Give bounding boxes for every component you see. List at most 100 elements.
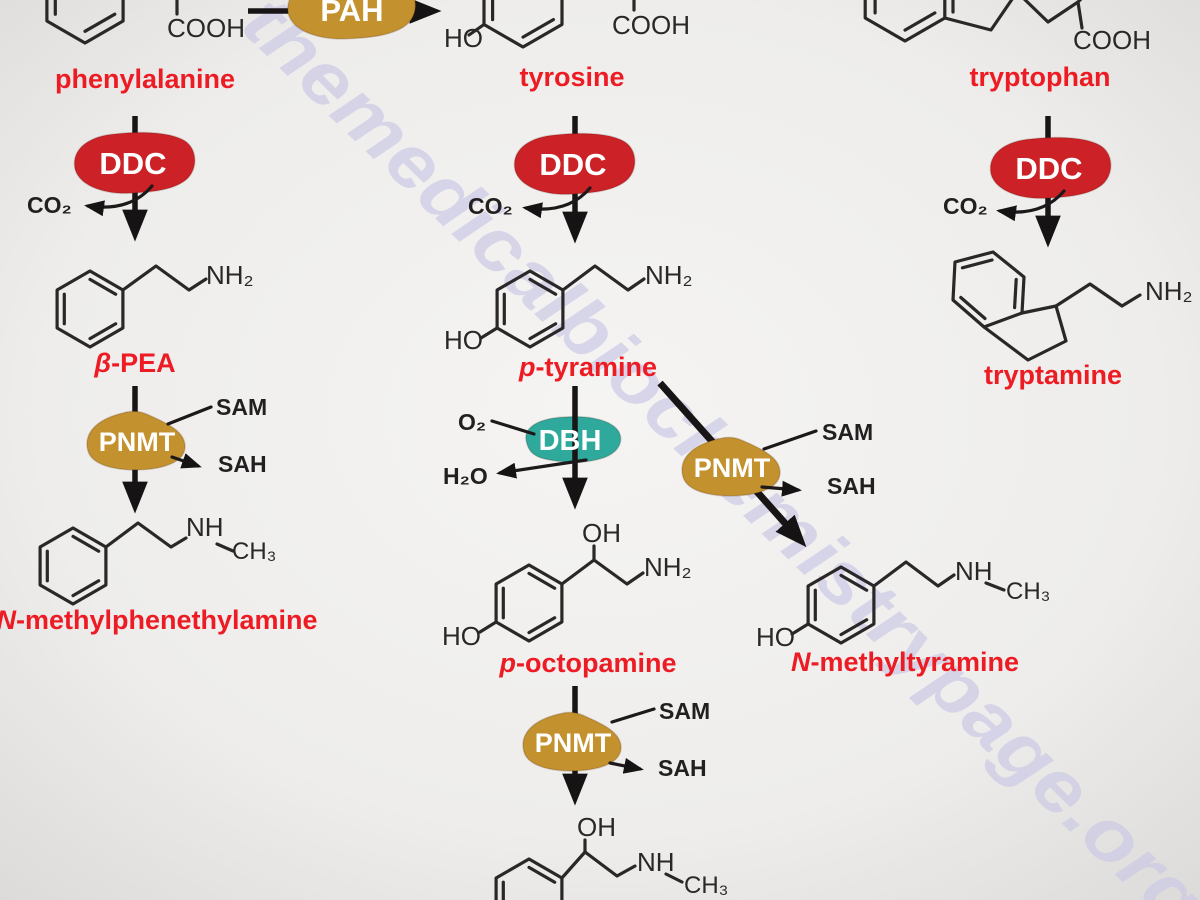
enzyme-pnmt-right: PNMT SAM SAH	[681, 419, 876, 499]
structure-phenylalanine: COOH	[45, 0, 245, 45]
structure-p-octopamine: OH HO NH₂	[442, 518, 692, 651]
nh2-group: NH₂	[645, 260, 693, 290]
ho-group: HO	[444, 325, 483, 355]
side-chain	[1022, 0, 1084, 30]
pah-label: PAH	[320, 0, 383, 28]
structure-tyrosine: HO COOH	[444, 0, 690, 53]
enzyme-pnmt-bottom: PNMT SAM SAH	[522, 698, 710, 781]
ddc-label: DDC	[1015, 151, 1082, 186]
label-p-tyramine: p-tyramine	[518, 352, 657, 382]
sam-label: SAM	[216, 394, 267, 420]
side-chain	[790, 560, 1006, 636]
sah-label: SAH	[218, 451, 267, 477]
label-tryptamine: tryptamine	[984, 360, 1122, 390]
co2-release-arrow	[996, 189, 1066, 222]
nh-group: NH	[637, 847, 675, 877]
ch3-group: CH₃	[1006, 578, 1050, 605]
double-bonds	[501, 571, 557, 635]
structure-beta-pea: NH₂	[55, 260, 254, 349]
enzyme-ddc-2: DDC CO₂	[468, 132, 636, 219]
structure-n-methylphenethylamine: NH CH₃	[38, 512, 276, 606]
compound-labels: phenylalanine tyrosine tryptophan β-PEA …	[0, 62, 1122, 678]
double-bonds	[45, 534, 101, 598]
dbh-label: DBH	[539, 425, 602, 457]
label-phenylalanine: phenylalanine	[55, 64, 235, 94]
ddc-label: DDC	[539, 147, 606, 182]
enzyme-ddc-3: DDC CO₂	[943, 136, 1112, 222]
nh2-group: NH₂	[644, 552, 692, 582]
co2-release-arrow	[84, 184, 154, 217]
sam-line	[762, 429, 818, 451]
side-chain	[467, 0, 636, 37]
enzyme-ddc-1: DDC CO₂	[27, 131, 196, 218]
benzene-ring	[45, 0, 125, 45]
sam-line	[166, 405, 213, 426]
double-bonds	[62, 277, 118, 341]
cooh-group: COOH	[167, 13, 245, 43]
h2o-arrow	[496, 458, 588, 479]
side-chain	[175, 0, 179, 16]
side-chain	[104, 521, 235, 553]
double-bonds	[501, 865, 557, 900]
nh-group: NH	[955, 556, 993, 586]
ethylamine-chain	[121, 264, 208, 292]
sah-arrow	[608, 758, 644, 774]
double-bonds	[873, 0, 937, 32]
o2-line	[490, 419, 536, 436]
co2-label: CO₂	[27, 192, 72, 218]
enzyme-dbh: DBH O₂ H₂O	[443, 386, 622, 510]
double-bonds	[502, 277, 558, 341]
ch3-group: CH₃	[684, 872, 728, 899]
ho-group: HO	[444, 23, 483, 53]
structure-tryptophan: COOH	[863, 0, 1151, 55]
cooh-group: COOH	[1073, 25, 1151, 55]
side-chain	[479, 264, 646, 340]
label-n-methylphenethylamine: N-methylphenethylamine	[0, 605, 318, 635]
ho-group: HO	[756, 622, 795, 652]
oh-group: OH	[577, 812, 616, 842]
structure-p-tyramine: HO NH₂	[444, 260, 693, 355]
label-tryptophan: tryptophan	[970, 62, 1111, 92]
nh-group: NH	[186, 512, 224, 542]
o2-label: O₂	[458, 409, 486, 435]
co2-release-arrow	[522, 186, 592, 219]
pnmt-label: PNMT	[99, 427, 176, 457]
cooh-group: COOH	[612, 10, 690, 40]
benzene-ring	[863, 0, 947, 43]
enzyme-pah: PAH	[287, 0, 417, 40]
co2-label: CO₂	[943, 193, 988, 219]
double-bonds	[491, 0, 555, 39]
double-bonds	[53, 0, 117, 33]
structure-synephrine-partial: OH NH CH₃	[494, 812, 728, 900]
pnmt-label: PNMT	[694, 453, 771, 483]
label-tyrosine: tyrosine	[519, 62, 624, 92]
co2-label: CO₂	[468, 193, 513, 219]
ethylamine-chain	[1054, 282, 1142, 308]
double-bonds	[959, 258, 1018, 321]
double-bonds	[813, 573, 869, 637]
sah-label: SAH	[827, 473, 876, 499]
sam-line	[610, 707, 656, 724]
oh-group: OH	[582, 518, 621, 548]
side-chain	[560, 838, 684, 884]
label-n-methyltyramine: N-methyltyramine	[791, 647, 1019, 677]
sah-arrow	[760, 480, 802, 497]
nh2-group: NH₂	[206, 260, 254, 290]
benzene-ring	[482, 0, 564, 49]
ch3-group: CH₃	[232, 538, 276, 565]
pnmt-label: PNMT	[535, 728, 612, 758]
pyrrole-ring	[943, 0, 1014, 32]
structure-n-methyltyramine: HO NH CH₃	[756, 556, 1050, 652]
ddc-label: DDC	[99, 146, 166, 181]
sah-arrow	[170, 453, 202, 469]
sam-label: SAM	[822, 419, 873, 445]
sam-label: SAM	[659, 698, 710, 724]
enzyme-pnmt-left: PNMT SAM SAH	[86, 394, 267, 477]
ho-group: HO	[442, 621, 481, 651]
h2o-label: H₂O	[443, 463, 488, 489]
sah-label: SAH	[658, 755, 707, 781]
label-beta-pea: β-PEA	[93, 348, 175, 378]
side-chain	[478, 544, 645, 634]
